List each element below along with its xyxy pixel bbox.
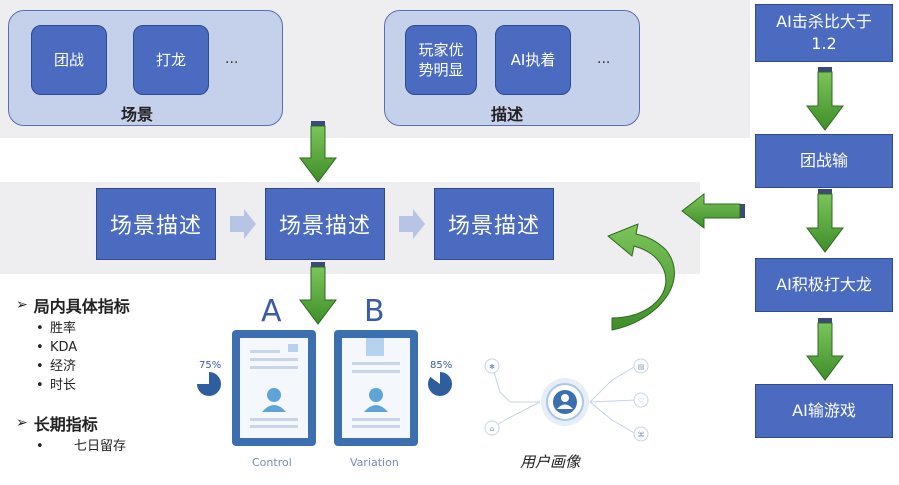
tablet-b-icon: [334, 330, 418, 446]
long-term-metrics-list: 七日留存: [16, 437, 130, 456]
metric-item: 经济: [16, 357, 130, 376]
user-persona-icon: [541, 378, 589, 426]
scenario-group-label: 场景: [121, 105, 154, 124]
persona-node-icon: ♡: [633, 392, 649, 408]
scene-description-box-2[interactable]: 场景描述: [265, 188, 385, 260]
scenario-item-label: 团战: [53, 51, 84, 69]
description-item-ai-persistent[interactable]: AI执着: [495, 25, 571, 95]
arrow-bullet-icon: ➢: [16, 297, 28, 313]
scene-description-box-3[interactable]: 场景描述: [434, 188, 554, 260]
persona-node-icon: ✱: [484, 358, 500, 374]
down-arrow-icon: [806, 189, 844, 253]
right-flow-line: 1.2: [811, 34, 837, 53]
in-game-metrics-list: 胜率 KDA 经济 时长: [16, 319, 130, 395]
svg-text:▤: ▤: [638, 363, 645, 371]
description-group-label: 描述: [491, 105, 524, 124]
metric-item: 七日留存: [16, 437, 130, 456]
scenario-item-teamfight[interactable]: 团战: [31, 25, 107, 95]
description-item-player-advantage[interactable]: 玩家优 势明显: [405, 25, 477, 95]
right-flow-box-dragon[interactable]: AI积极打大龙: [755, 258, 893, 312]
description-ellipsis: ...: [597, 51, 611, 67]
long-term-metrics-heading: ➢ 长期指标: [16, 411, 130, 435]
metrics-panel: ➢ 局内具体指标 胜率 KDA 经济 时长 ➢ 长期指标 七日留存: [16, 293, 130, 456]
description-item-line: 势明显: [418, 61, 464, 79]
variant-b-letter: B: [364, 294, 385, 329]
arrow-bullet-icon: ➢: [16, 415, 28, 431]
svg-text:⌂: ⌂: [490, 425, 494, 433]
persona-node-icon: ⌂: [484, 420, 500, 436]
description-item-line: 玩家优: [418, 41, 464, 59]
pie-b-icon: [428, 371, 452, 396]
persona-node-icon: ⌘: [633, 426, 649, 442]
scenario-group: 团战 打龙 ... 场景: [8, 10, 283, 126]
metric-item: 时长: [16, 376, 130, 395]
right-flow-box-ai-loses[interactable]: AI输游戏: [755, 384, 893, 438]
variant-a-letter: A: [261, 294, 282, 329]
description-item-label: AI执着: [510, 51, 556, 69]
right-flow-box-teamfight-loss[interactable]: 团战输: [755, 134, 893, 188]
scenario-item-dragon[interactable]: 打龙: [133, 25, 209, 95]
right-flow-label: 团战输: [799, 151, 848, 170]
scene-description-label: 场景描述: [278, 214, 371, 239]
down-arrow-icon: [299, 262, 337, 325]
svg-text:✱: ✱: [489, 363, 495, 371]
right-flow-box-kill-ratio[interactable]: AI击杀比大于 1.2: [755, 4, 893, 62]
pie-a-icon: [196, 371, 221, 396]
in-game-metrics-heading: ➢ 局内具体指标: [16, 293, 130, 317]
down-arrow-icon: [806, 67, 844, 131]
svg-text:⌘: ⌘: [638, 431, 645, 439]
variant-a-caption: Control: [252, 456, 292, 469]
persona-caption: 用户画像: [520, 453, 581, 471]
variant-a-percent: 75%: [199, 360, 222, 371]
down-arrow-icon: [299, 121, 337, 183]
tablet-a-icon: [232, 330, 316, 446]
scenario-item-label: 打龙: [155, 51, 186, 69]
description-group: 玩家优 势明显 AI执着 ... 描述: [384, 10, 640, 126]
chevron-right-icon: [399, 209, 425, 239]
scene-description-label: 场景描述: [109, 214, 202, 239]
scenario-ellipsis: ...: [225, 51, 239, 67]
scene-description-box-1[interactable]: 场景描述: [96, 188, 216, 260]
variant-b-percent: 85%: [430, 360, 453, 371]
persona-node-icon: ▤: [633, 358, 649, 374]
right-flow-label: AI输游戏: [792, 401, 856, 420]
metric-item: 胜率: [16, 319, 130, 338]
right-flow-line: AI击杀比大于: [776, 12, 872, 31]
down-arrow-icon: [806, 318, 844, 381]
curved-feedback-arrow-icon: [607, 223, 675, 331]
chevron-right-icon: [230, 209, 256, 239]
variant-b-caption: Variation: [350, 456, 399, 469]
metric-item: KDA: [16, 338, 130, 357]
svg-text:♡: ♡: [638, 397, 644, 405]
left-arrow-icon: [681, 192, 745, 230]
in-game-metrics-title: 局内具体指标: [33, 297, 130, 316]
right-flow-label: AI积极打大龙: [776, 275, 872, 294]
long-term-metrics-title: 长期指标: [33, 415, 98, 434]
scene-description-label: 场景描述: [447, 214, 540, 239]
